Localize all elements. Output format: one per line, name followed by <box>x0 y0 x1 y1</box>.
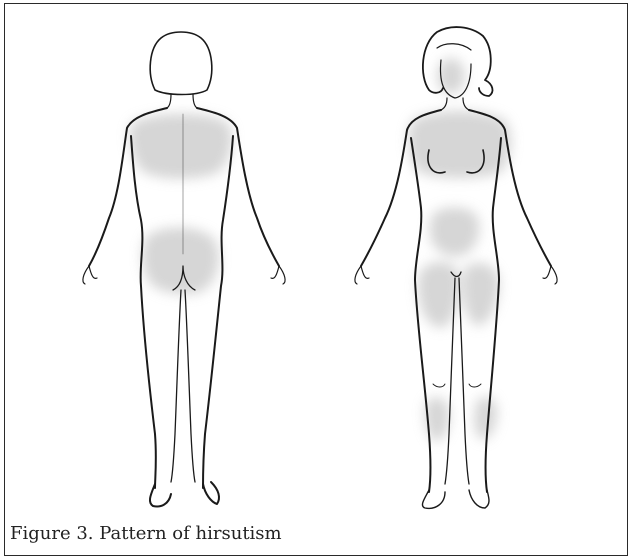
front-neck <box>441 98 469 110</box>
figure-frame <box>4 3 628 556</box>
buttocks-region <box>142 227 219 294</box>
back-right-hand <box>271 266 285 284</box>
back-inner-legs <box>171 290 195 482</box>
front-knees <box>433 384 481 387</box>
back-left-hand <box>83 266 97 284</box>
right-lower-leg-region <box>474 397 497 440</box>
front-right-foot <box>469 490 489 508</box>
front-left-hand <box>355 266 369 284</box>
back-right-foot <box>203 482 219 504</box>
upper-back-region <box>129 114 232 179</box>
chest-region <box>408 111 511 178</box>
back-left-foot <box>150 484 171 507</box>
back-neck <box>167 94 197 108</box>
front-view-figure <box>355 27 557 508</box>
front-left-foot <box>422 490 445 508</box>
back-hair-regions <box>129 114 232 294</box>
front-right-hand <box>543 266 557 284</box>
hirsutism-illustration <box>5 4 629 557</box>
figure-caption: Figure 3. Pattern of hirsutism <box>10 523 282 544</box>
back-head-outline <box>150 32 212 95</box>
back-view-figure <box>83 32 285 507</box>
right-inner-thigh-region <box>463 263 499 326</box>
front-hair-fringe <box>437 44 471 50</box>
lower-abdomen-region <box>430 207 480 256</box>
